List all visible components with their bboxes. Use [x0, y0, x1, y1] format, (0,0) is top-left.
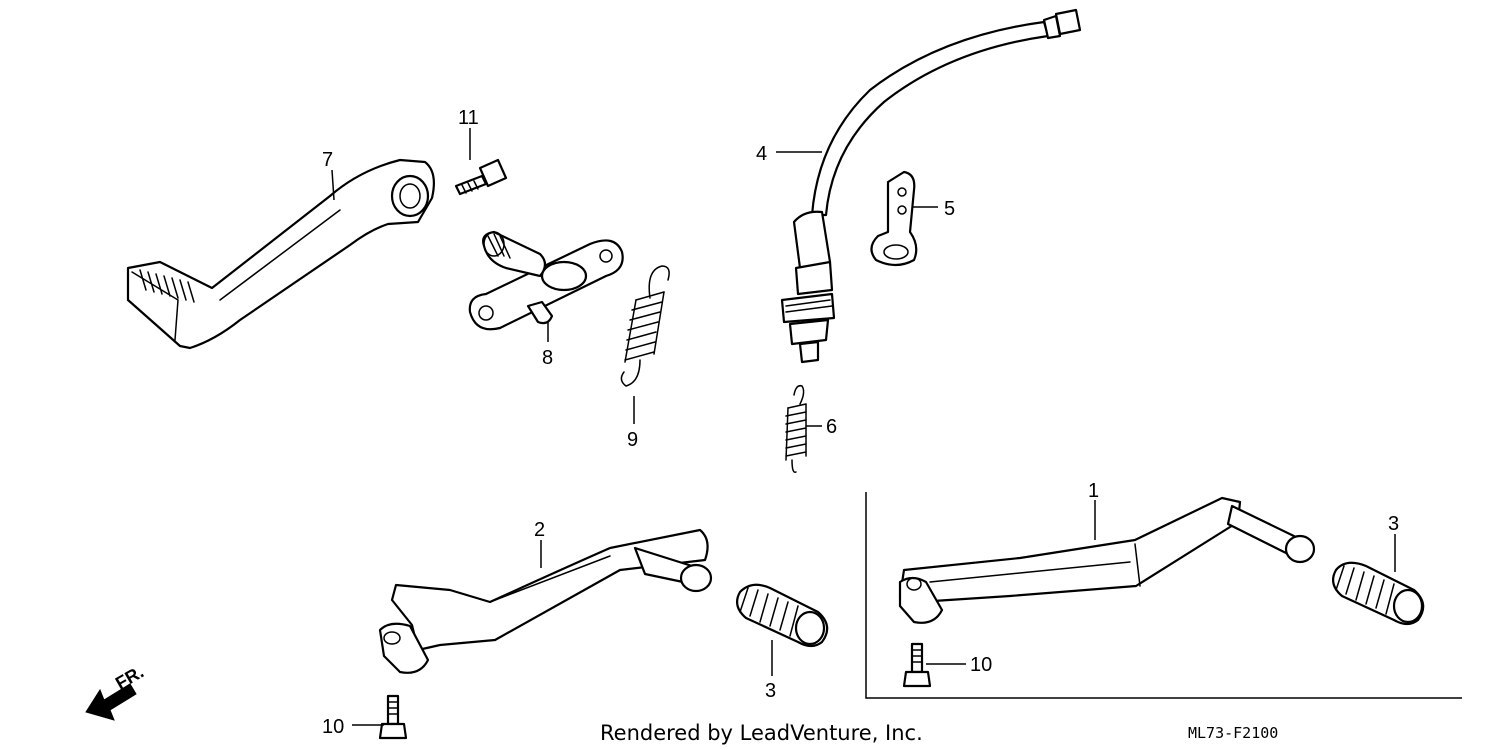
- switch-spring-6[interactable]: [785, 384, 807, 473]
- brake-pedal[interactable]: [126, 158, 435, 350]
- callout-6: 6: [826, 416, 837, 438]
- gearshift-pedal-2[interactable]: [378, 528, 713, 674]
- callout-3-left: 3: [765, 680, 776, 702]
- direction-label: FR.: [112, 662, 147, 694]
- callout-5: 5: [944, 198, 955, 220]
- bolt-11[interactable]: [454, 158, 508, 196]
- switch-bracket[interactable]: [870, 170, 918, 267]
- callout-4: 4: [756, 143, 767, 165]
- callout-1: 1: [1088, 480, 1099, 502]
- leader-lines: [331, 128, 1396, 726]
- callout-10-left: 10: [322, 716, 344, 738]
- callout-8: 8: [542, 347, 553, 369]
- callout-7: 7: [322, 149, 333, 171]
- callout-11: 11: [458, 107, 479, 129]
- diagram-code: ML73-F2100: [1188, 724, 1278, 742]
- bolt-10-right[interactable]: [902, 642, 932, 688]
- brake-light-switch[interactable]: [780, 8, 1082, 364]
- callout-9: 9: [627, 429, 638, 451]
- group-frame: [865, 492, 1462, 699]
- return-spring-9[interactable]: [620, 265, 670, 387]
- gearshift-pedal-1[interactable]: [898, 496, 1316, 624]
- pivot-plate[interactable]: [468, 230, 624, 331]
- shift-rubber-3-right[interactable]: [1331, 561, 1425, 626]
- shift-rubber-3-left[interactable]: [735, 583, 829, 648]
- callout-10-right: 10: [970, 654, 992, 676]
- callouts: 7 11 8 9 4 5 6 2 3 1 3 10 10: [322, 107, 1399, 738]
- callout-2: 2: [534, 519, 545, 541]
- callout-3-right: 3: [1388, 513, 1399, 535]
- bolt-10-left[interactable]: [378, 694, 408, 740]
- front-direction-indicator: FR.: [85, 662, 147, 721]
- arrow-down-left-icon: [85, 683, 137, 721]
- footer-credit: Rendered by LeadVenture, Inc.: [600, 721, 923, 745]
